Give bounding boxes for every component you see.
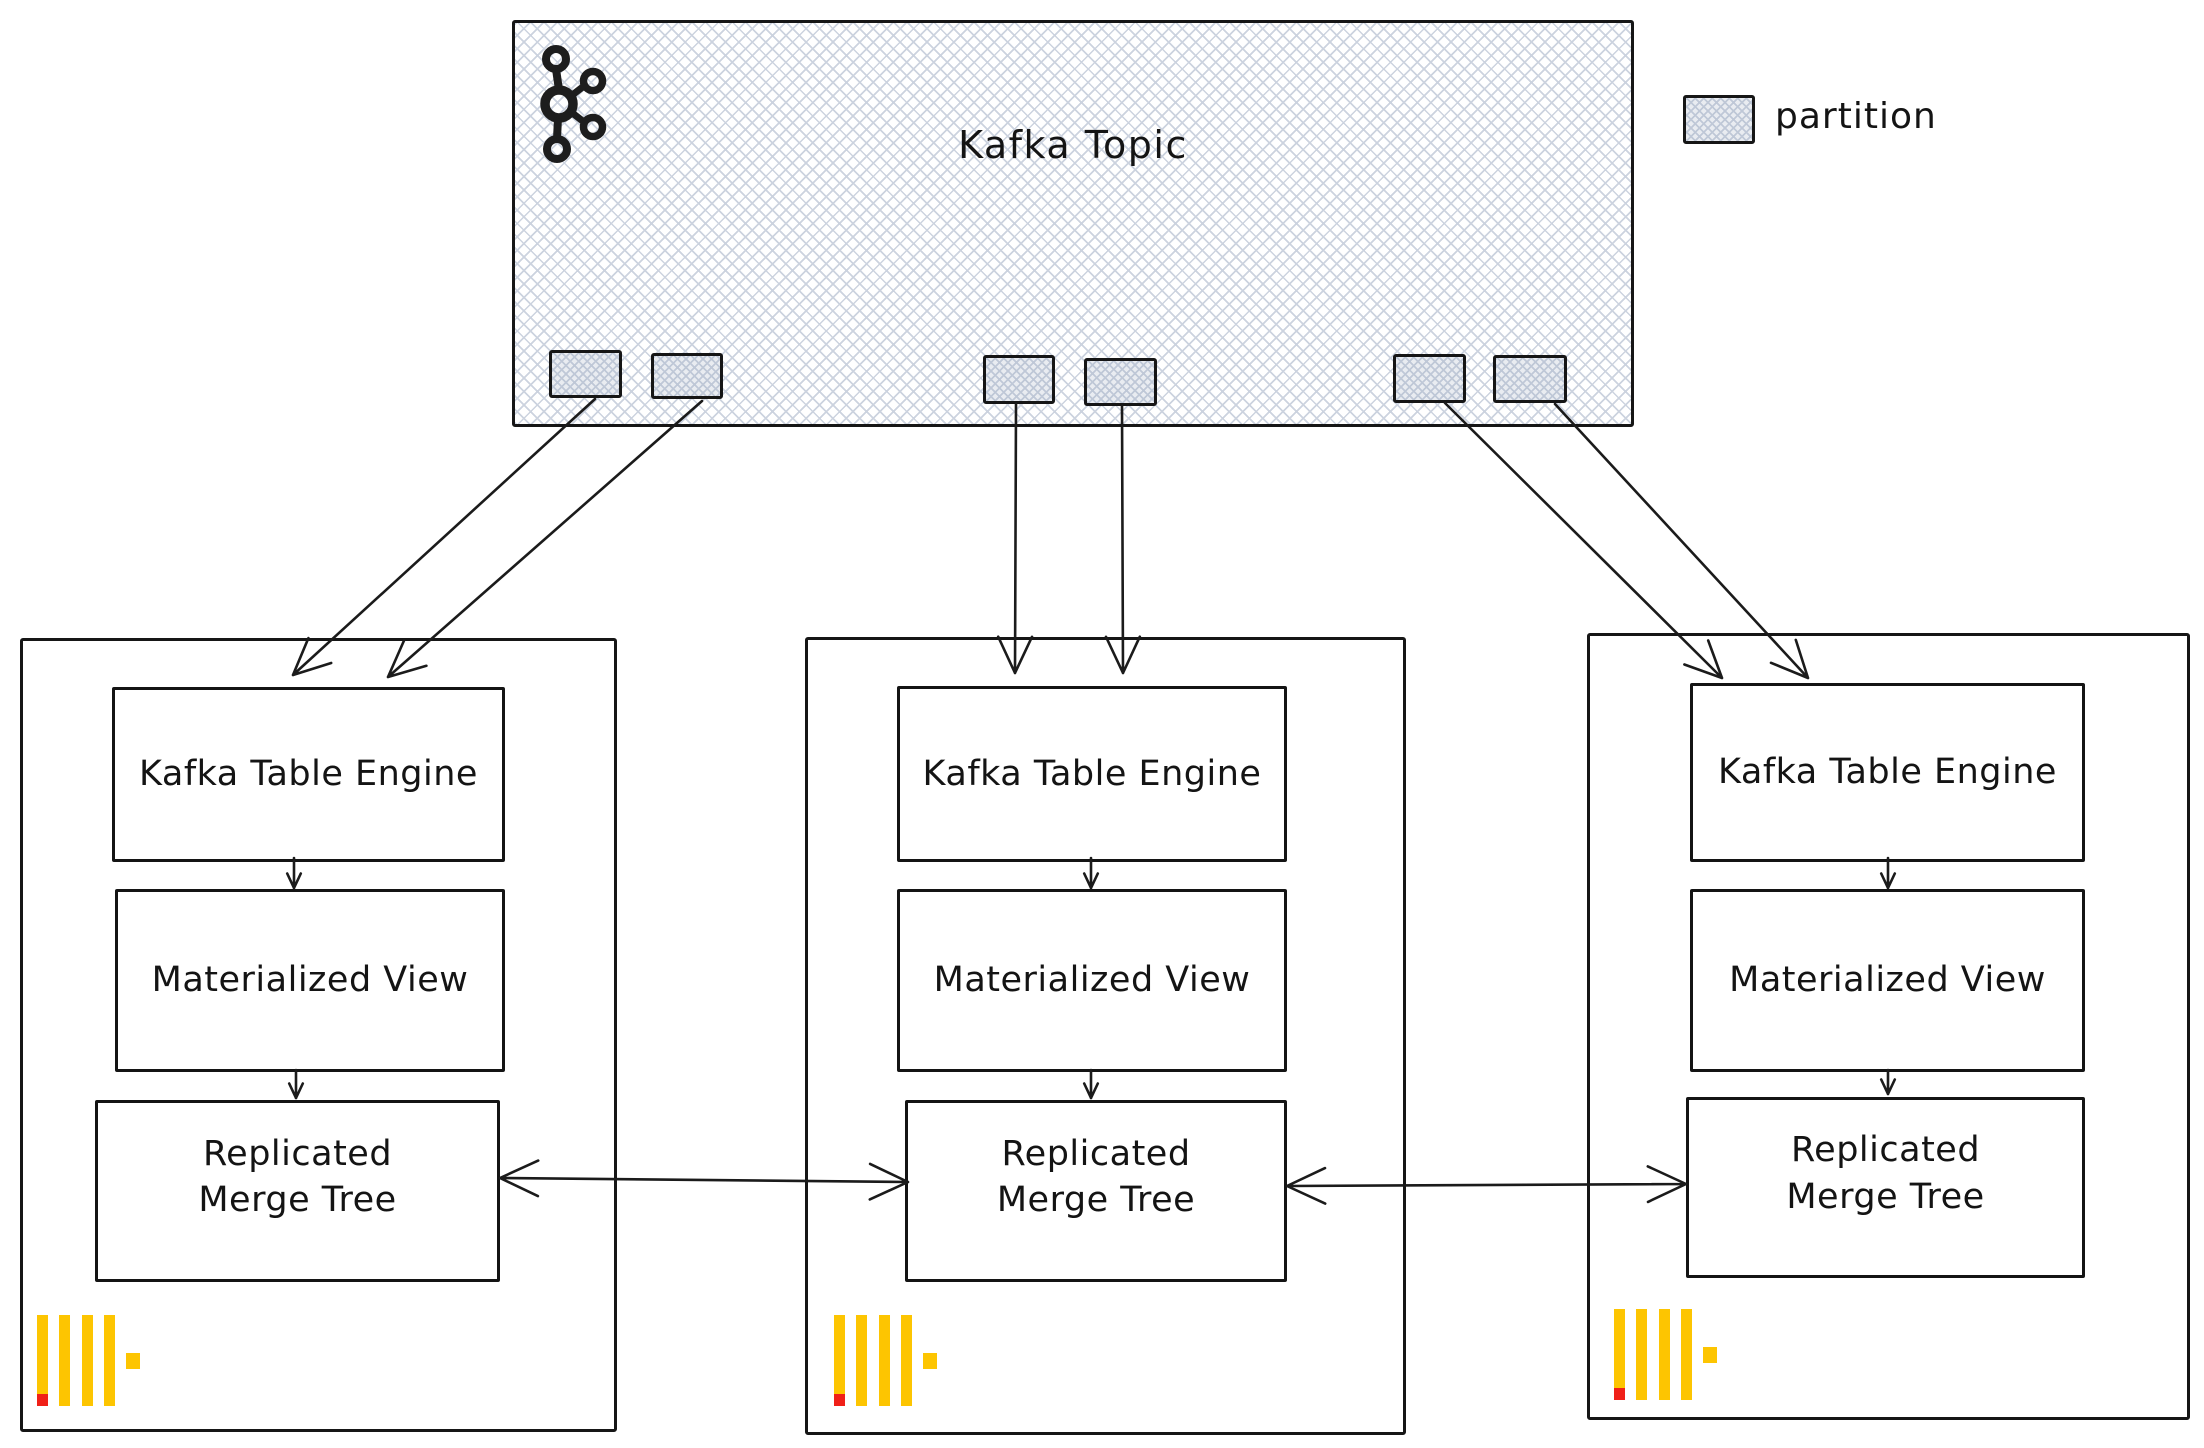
kafka-table-engine-label: Kafka Table Engine bbox=[139, 754, 478, 795]
clickhouse-bar bbox=[37, 1315, 48, 1406]
clickhouse-short-bar bbox=[126, 1353, 140, 1369]
kafka-table-engine-box: Kafka Table Engine bbox=[112, 687, 505, 862]
clickhouse-icon bbox=[1614, 1309, 1718, 1405]
materialized-view-label: Materialized View bbox=[1729, 960, 2046, 1001]
clickhouse-red-accent bbox=[37, 1394, 48, 1406]
clickhouse-bar bbox=[901, 1315, 912, 1406]
materialized-view-box: Materialized View bbox=[897, 889, 1287, 1072]
clickhouse-bar bbox=[1659, 1309, 1670, 1400]
replicated-merge-tree-label: Replicated Merge Tree bbox=[996, 1133, 1196, 1220]
kafka-table-engine-box: Kafka Table Engine bbox=[897, 686, 1287, 862]
clickhouse-short-bar bbox=[1703, 1347, 1717, 1363]
kafka-icon bbox=[540, 45, 607, 163]
materialized-view-box: Materialized View bbox=[1690, 889, 2085, 1072]
kafka-table-engine-box: Kafka Table Engine bbox=[1690, 683, 2085, 862]
clickhouse-bar bbox=[104, 1315, 115, 1406]
kafka-topic-title: Kafka Topic bbox=[958, 123, 1188, 167]
arrow bbox=[1104, 404, 1142, 675]
replicated-merge-tree-box: Replicated Merge Tree bbox=[95, 1100, 500, 1282]
partition-box bbox=[1084, 358, 1157, 406]
partition-box bbox=[549, 350, 622, 398]
arrow bbox=[996, 402, 1034, 675]
materialized-view-box: Materialized View bbox=[115, 889, 505, 1072]
arrow bbox=[386, 399, 704, 679]
materialized-view-label: Materialized View bbox=[933, 960, 1251, 1001]
partition-box bbox=[651, 353, 723, 399]
replicated-merge-tree-label: Replicated Merge Tree bbox=[1786, 1130, 1985, 1217]
clickhouse-bar bbox=[879, 1315, 890, 1406]
partition-box bbox=[1393, 354, 1466, 403]
clickhouse-bar bbox=[59, 1315, 70, 1406]
partition-box bbox=[983, 355, 1055, 404]
clickhouse-bar bbox=[1614, 1309, 1625, 1400]
clickhouse-bar bbox=[856, 1315, 867, 1406]
clickhouse-red-accent bbox=[1614, 1388, 1625, 1400]
clickhouse-bar bbox=[834, 1315, 845, 1406]
clickhouse-icon bbox=[37, 1315, 141, 1411]
clickhouse-short-bar bbox=[923, 1353, 937, 1369]
clickhouse-bar bbox=[82, 1315, 93, 1406]
clickhouse-bar bbox=[1636, 1309, 1647, 1400]
clickhouse-red-accent bbox=[834, 1394, 845, 1406]
partition-hatch-swatch bbox=[1683, 95, 1755, 144]
arrow bbox=[291, 397, 597, 677]
replicated-merge-tree-label: Replicated Merge Tree bbox=[198, 1133, 397, 1220]
clickhouse-icon bbox=[834, 1315, 938, 1411]
replicated-merge-tree-box: Replicated Merge Tree bbox=[905, 1100, 1287, 1282]
replicated-merge-tree-box: Replicated Merge Tree bbox=[1686, 1097, 2085, 1278]
materialized-view-label: Materialized View bbox=[151, 960, 469, 1001]
partition-box bbox=[1493, 355, 1567, 403]
clickhouse-bar bbox=[1681, 1309, 1692, 1400]
kafka-table-engine-label: Kafka Table Engine bbox=[1718, 752, 2057, 793]
kafka-table-engine-label: Kafka Table Engine bbox=[922, 753, 1262, 794]
legend-label: partition bbox=[1775, 96, 1937, 137]
